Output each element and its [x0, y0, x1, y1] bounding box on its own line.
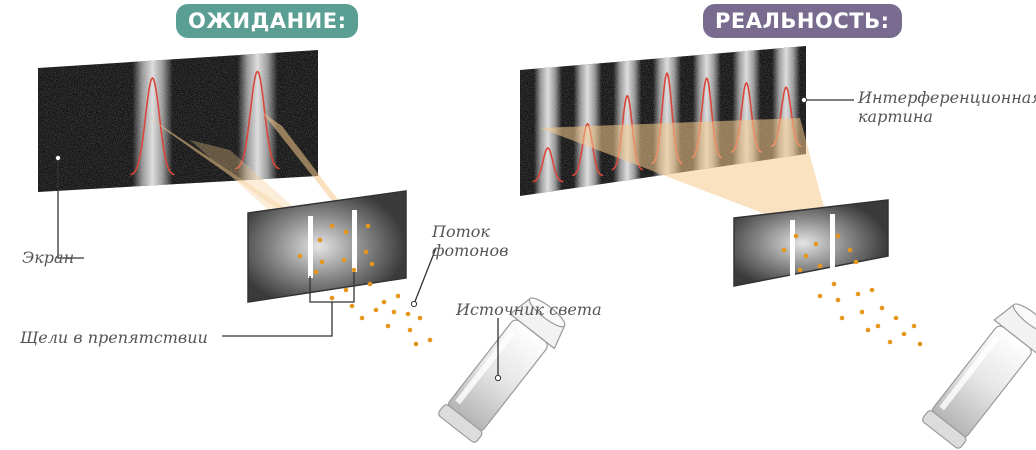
photon-flow-label-line2: фотонов — [432, 241, 509, 260]
photon-dot — [879, 305, 885, 311]
leader-lines — [57, 99, 854, 378]
photon-dot — [343, 287, 349, 293]
photon-dot — [381, 299, 387, 305]
photon-dot — [835, 297, 841, 303]
photon-dot — [893, 315, 899, 321]
photon-dot — [817, 263, 823, 269]
light-source-label: Источник света — [456, 300, 602, 319]
photon-dot — [417, 315, 423, 321]
photon-dot — [865, 327, 871, 333]
light-source-right-icon — [922, 303, 1036, 449]
photon-dot — [369, 261, 375, 267]
photon-dot — [349, 303, 355, 309]
photon-dot — [413, 341, 419, 347]
photon-dot — [365, 223, 371, 229]
leader-slit-2 — [332, 272, 355, 303]
photon-dot — [797, 267, 803, 273]
expectation-screen — [38, 50, 318, 192]
light-source-left-icon — [438, 297, 566, 443]
expectation-heading: ОЖИДАНИЕ: — [176, 4, 359, 38]
photon-dot — [405, 311, 411, 317]
photon-dot — [319, 259, 325, 265]
photon-dot — [887, 339, 893, 345]
photon-dot — [813, 241, 819, 247]
photon-dot — [835, 233, 841, 239]
photon-dot — [847, 247, 853, 253]
leader-screen — [57, 158, 84, 259]
photon-flow-label: Поток фотонов — [432, 222, 508, 260]
photon-dot — [917, 341, 923, 347]
interference-label-line2: картина — [858, 107, 933, 126]
photon-dot — [855, 291, 861, 297]
reality-heading: РЕАЛЬНОСТЬ: — [703, 4, 902, 38]
photon-stream — [297, 223, 923, 347]
photon-dot — [803, 253, 809, 259]
reality-barrier — [733, 199, 889, 287]
interference-pattern-label: Интерференционная картина — [858, 88, 1036, 126]
photon-dot — [341, 257, 347, 263]
screen-label: Экран — [22, 248, 75, 267]
expectation-intensity-curves — [130, 70, 280, 176]
photon-dot — [359, 315, 365, 321]
photon-dot — [297, 253, 303, 259]
photon-dot — [817, 293, 823, 299]
photon-dot — [367, 281, 373, 287]
photon-dot — [831, 281, 837, 287]
photon-dot — [317, 237, 323, 243]
photon-dot — [385, 323, 391, 329]
reality-curve — [532, 147, 564, 183]
reality-beam — [540, 118, 826, 222]
photon-dot — [853, 259, 859, 265]
photon-dot — [869, 287, 875, 293]
photon-dot — [343, 229, 349, 235]
photon-dot — [329, 295, 335, 301]
expectation-barrier — [247, 190, 407, 303]
photon-flow-label-line1: Поток — [432, 222, 490, 241]
photon-dot — [859, 309, 865, 315]
photon-dot — [373, 307, 379, 313]
photon-dot — [313, 269, 319, 275]
interference-label-line1: Интерференционная — [858, 88, 1036, 107]
slit-2 — [830, 214, 835, 270]
photon-dot — [407, 327, 413, 333]
photon-dot — [391, 309, 397, 315]
photon-dot — [395, 293, 401, 299]
photon-dot — [793, 233, 799, 239]
photon-dot — [329, 223, 335, 229]
leader-photon-flow — [413, 247, 437, 305]
slits-label: Щели в препятствии — [20, 328, 208, 347]
slit-1 — [308, 216, 313, 278]
slit-2 — [352, 210, 357, 272]
photon-dot — [875, 323, 881, 329]
slit-1 — [790, 220, 795, 276]
leader-dots — [54, 96, 808, 382]
photon-dot — [427, 337, 433, 343]
photon-dot — [363, 249, 369, 255]
reality-curve — [571, 122, 604, 177]
photon-dot — [781, 247, 787, 253]
photon-dot — [901, 331, 907, 337]
photon-dot — [351, 267, 357, 273]
photon-dot — [911, 323, 917, 329]
photon-dot — [839, 315, 845, 321]
expectation-curve — [130, 76, 175, 176]
expectation-curve — [235, 70, 280, 170]
